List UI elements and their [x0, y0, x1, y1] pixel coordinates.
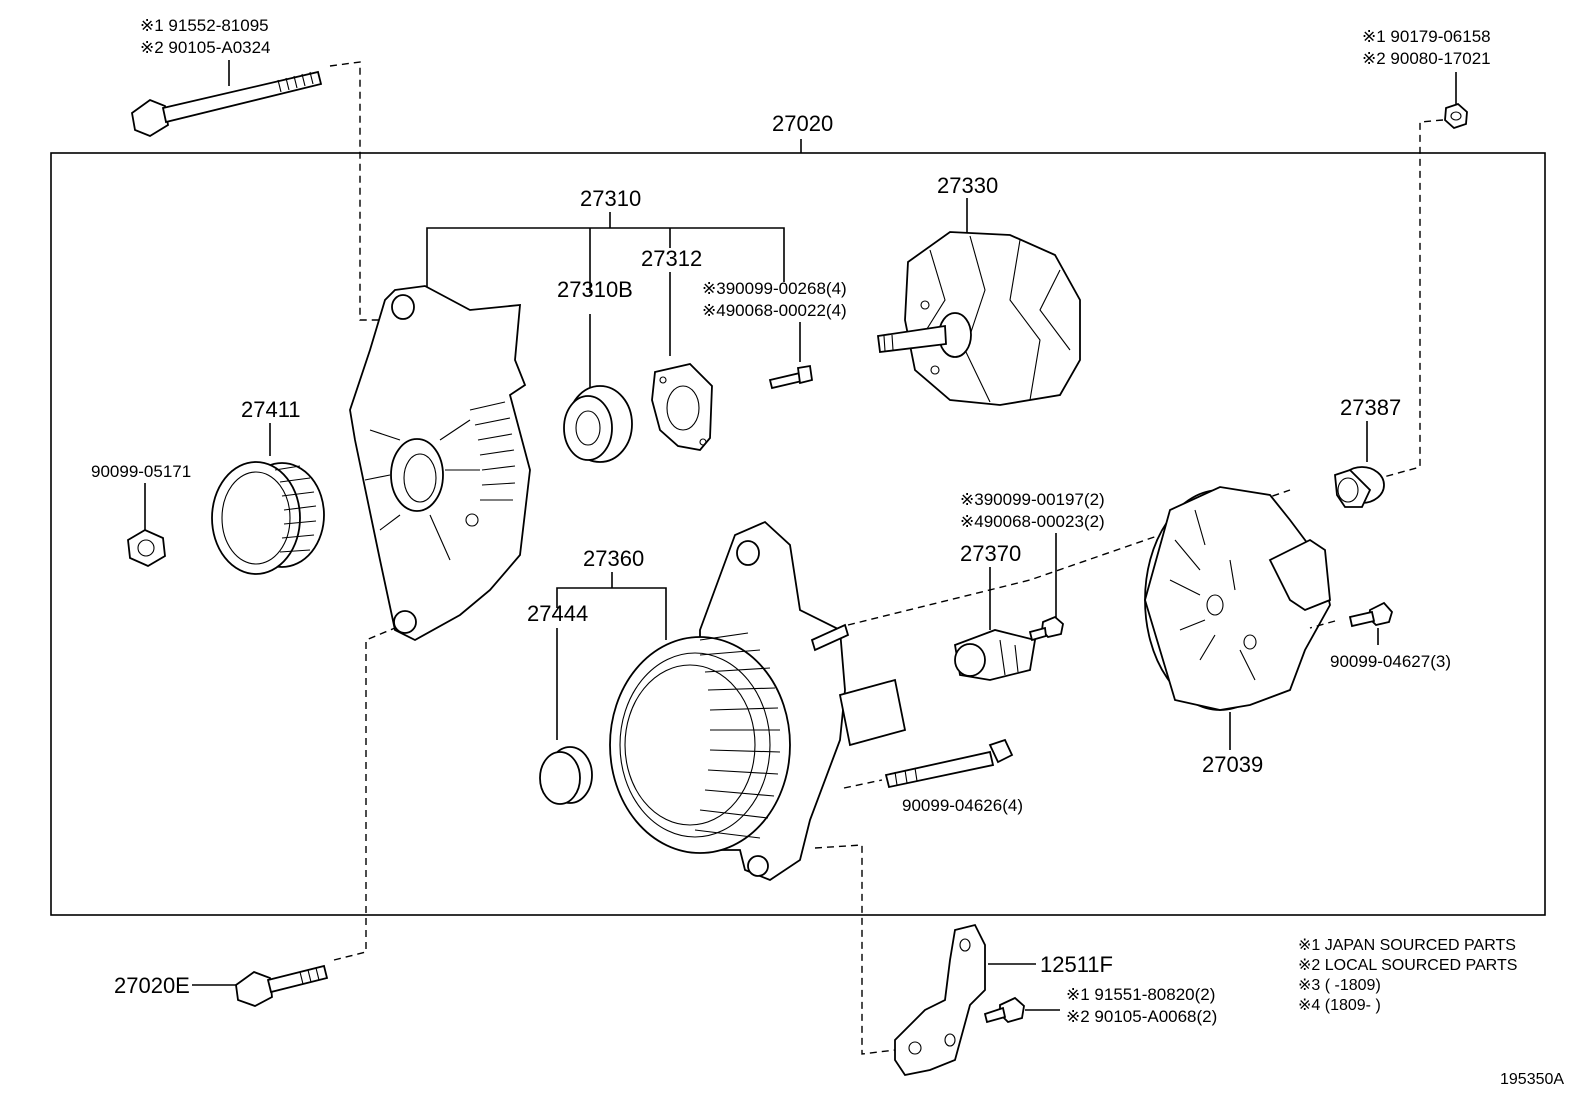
label-27444[interactable]: 27444 [527, 601, 588, 626]
bracket-bolt[interactable] [983, 996, 1025, 1024]
pulley-nut[interactable] [127, 528, 166, 568]
label-90099-04627[interactable]: 90099-04627(3) [1330, 652, 1451, 671]
through-bolt[interactable] [884, 738, 1014, 789]
rear-cover-screw[interactable] [1348, 601, 1394, 628]
label-12511F[interactable]: 12511F [1040, 952, 1113, 977]
terminal-cap[interactable] [1334, 466, 1385, 508]
note-screw-rectifier-3: ※390099-00268(4) [702, 279, 847, 298]
legend-line-1: ※1 JAPAN SOURCED PARTS [1298, 937, 1516, 954]
note-nut-top-2: ※2 90080-17021 [1362, 49, 1491, 68]
pulley[interactable] [211, 461, 325, 575]
rear-end-cover[interactable] [1144, 486, 1331, 711]
long-bolt-top[interactable] [131, 70, 323, 138]
brush-holder[interactable] [953, 629, 1037, 681]
note-bracket-bolt-1: ※1 91551-80820(2) [1066, 985, 1215, 1004]
bearing-ring[interactable] [539, 746, 593, 805]
rectifier-screw[interactable] [768, 364, 814, 390]
stator-housing[interactable] [609, 520, 907, 882]
label-27020E[interactable]: 27020E [114, 973, 190, 998]
note-bolt-top-2: ※2 90105-A0324 [140, 38, 271, 57]
label-27039[interactable]: 27039 [1202, 752, 1263, 777]
label-27370[interactable]: 27370 [960, 541, 1021, 566]
note-screw-brush-4: ※490068-00023(2) [960, 512, 1105, 531]
legend-line-4: ※4 (1809- ) [1298, 997, 1381, 1014]
assembly-frame [50, 152, 1546, 916]
note-bolt-top-1: ※1 91552-81095 [140, 16, 269, 35]
label-90099-04626[interactable]: 90099-04626(4) [902, 796, 1023, 815]
figure-id: 195350A [1500, 1071, 1564, 1088]
legend-line-2: ※2 LOCAL SOURCED PARTS [1298, 957, 1517, 974]
brush-screw[interactable] [1028, 615, 1064, 642]
note-screw-brush-3: ※390099-00197(2) [960, 490, 1105, 509]
label-27360[interactable]: 27360 [583, 546, 644, 571]
label-90099-05171[interactable]: 90099-05171 [91, 462, 191, 481]
retainer-plate[interactable] [651, 363, 713, 451]
legend: ※1 JAPAN SOURCED PARTS ※2 LOCAL SOURCED … [1298, 937, 1517, 1014]
label-27310B[interactable]: 27310B [557, 277, 633, 302]
nut-top-right[interactable] [1444, 102, 1468, 130]
label-27310[interactable]: 27310 [580, 186, 641, 211]
label-27312[interactable]: 27312 [641, 246, 702, 271]
note-nut-top-1: ※1 90179-06158 [1362, 27, 1491, 46]
legend-line-3: ※3 ( -1809) [1298, 977, 1381, 994]
label-27330[interactable]: 27330 [937, 173, 998, 198]
mounting-bolt-bottom[interactable] [235, 964, 329, 1007]
label-27387[interactable]: 27387 [1340, 395, 1401, 420]
label-27020[interactable]: 27020 [772, 111, 833, 136]
drive-end-frame[interactable] [349, 285, 531, 642]
rotor[interactable] [876, 231, 1081, 406]
bracket[interactable] [894, 923, 986, 1077]
label-27411[interactable]: 27411 [241, 397, 301, 422]
note-bracket-bolt-2: ※2 90105-A0068(2) [1066, 1007, 1217, 1026]
bearing[interactable] [563, 385, 633, 463]
note-screw-rectifier-4: ※490068-00022(4) [702, 301, 847, 320]
